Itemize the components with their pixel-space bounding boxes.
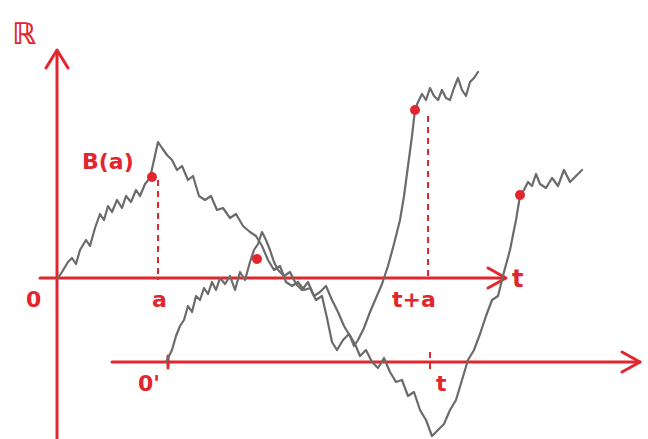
marked-point [147, 172, 157, 182]
value-label: B(a) [80, 150, 136, 174]
dashed-guide [157, 180, 159, 280]
marked-point [252, 254, 262, 264]
brownian-path [58, 142, 582, 436]
origin-label: 0' [136, 372, 162, 396]
shifted-brownian-path [166, 72, 478, 362]
origin-label: 0 [24, 288, 43, 312]
tick-label: t [434, 372, 449, 396]
tick-label: t+a [390, 288, 438, 312]
marked-point [515, 190, 525, 200]
axis-arrowhead [46, 50, 68, 68]
dashed-guide [427, 116, 429, 280]
marked-point [410, 105, 420, 115]
dashed-guide [429, 352, 431, 372]
shifted-time-axis [112, 361, 640, 364]
vertical-axis [56, 52, 59, 438]
axis-label: t [510, 266, 525, 292]
time-axis [40, 277, 505, 280]
tick-label: a [150, 288, 169, 312]
axis-label: ℝ [10, 18, 38, 50]
axis-arrowhead [622, 352, 640, 372]
